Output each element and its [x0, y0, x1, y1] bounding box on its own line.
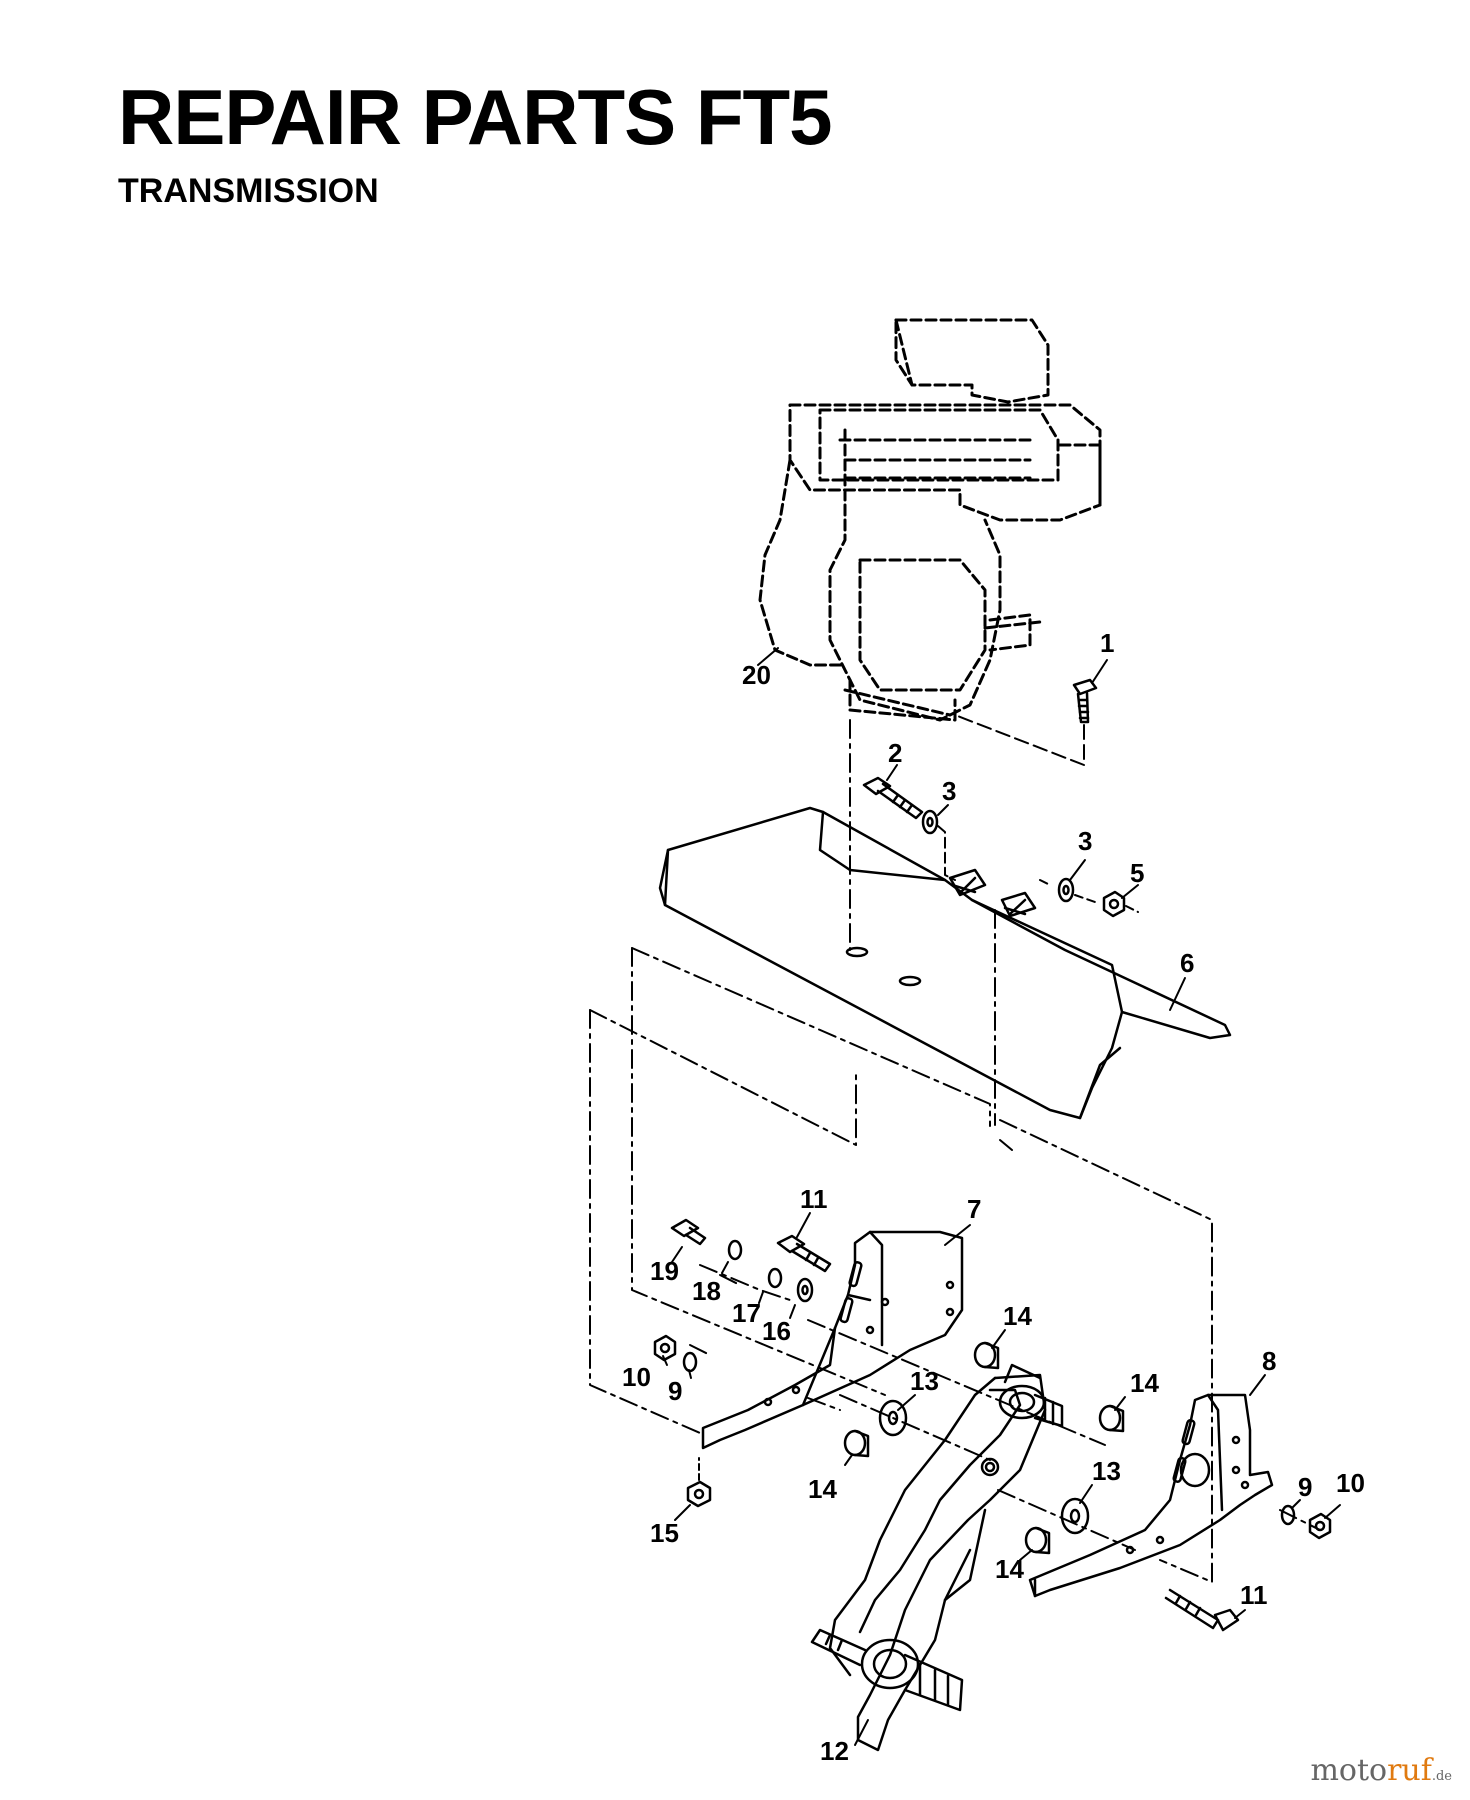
- hex-nut: [653, 1334, 677, 1362]
- callout-8: 8: [1262, 1346, 1276, 1376]
- hood-bolt: [862, 776, 924, 820]
- callout-10: 10: [1336, 1468, 1365, 1498]
- callout-19: 19: [650, 1256, 679, 1286]
- callout-14: 14: [1130, 1368, 1159, 1398]
- spacer: [843, 1429, 870, 1458]
- callout-12: 12: [820, 1736, 849, 1766]
- callout-15: 15: [650, 1518, 679, 1548]
- hex-nut: [1308, 1512, 1332, 1540]
- callout-9: 9: [668, 1376, 682, 1406]
- right-mounting-bracket: [1028, 1393, 1274, 1598]
- lock-washer: [767, 1267, 783, 1289]
- transmission-chaincase: [810, 1363, 1064, 1752]
- flat-washer: [1057, 877, 1075, 903]
- hex-nut: [1102, 890, 1126, 918]
- spacer: [1024, 1526, 1051, 1555]
- callout-14: 14: [808, 1474, 837, 1504]
- callout-17: 17: [732, 1298, 761, 1328]
- engine-mount-bolt: [1072, 678, 1098, 724]
- callout-1: 1: [1100, 628, 1114, 658]
- callout-13: 13: [910, 1366, 939, 1396]
- callout-2: 2: [888, 738, 902, 768]
- thrust-washer: [1060, 1497, 1090, 1535]
- callout-3: 3: [1078, 826, 1092, 856]
- callout-9: 9: [1298, 1472, 1312, 1502]
- callout-16: 16: [762, 1316, 791, 1346]
- callout-13: 13: [1092, 1456, 1121, 1486]
- watermark-logo: motoruf.de: [1310, 1753, 1452, 1788]
- hex-bolt: [776, 1234, 832, 1273]
- lock-washer: [1280, 1504, 1296, 1526]
- engine-assembly: [758, 318, 1102, 722]
- page-title: REPAIR PARTS FT5: [118, 73, 832, 161]
- callout-10: 10: [622, 1362, 651, 1392]
- hex-nut: [686, 1480, 712, 1508]
- callout-14: 14: [1003, 1301, 1032, 1331]
- callout-3: 3: [942, 776, 956, 806]
- callout-18: 18: [692, 1276, 721, 1306]
- hex-bolt: [1164, 1588, 1240, 1632]
- hex-bolt: [670, 1218, 707, 1246]
- callout-5: 5: [1130, 858, 1144, 888]
- lock-washer: [682, 1351, 698, 1373]
- thrust-washer: [878, 1399, 908, 1437]
- left-mounting-bracket: [701, 1230, 964, 1450]
- callout-7: 7: [967, 1194, 981, 1224]
- tine-shield: [658, 806, 1232, 1120]
- flat-washer: [796, 1277, 814, 1303]
- callout-6: 6: [1180, 948, 1194, 978]
- callout-14: 14: [995, 1554, 1024, 1584]
- callout-20: 20: [742, 660, 771, 690]
- callout-11: 11: [800, 1184, 828, 1214]
- spacer: [973, 1341, 1000, 1370]
- spacer: [1098, 1404, 1125, 1433]
- callout-11: 11: [1240, 1580, 1268, 1610]
- flat-washer: [921, 809, 939, 835]
- lock-washer: [727, 1239, 743, 1261]
- section-subtitle: TRANSMISSION: [118, 172, 379, 210]
